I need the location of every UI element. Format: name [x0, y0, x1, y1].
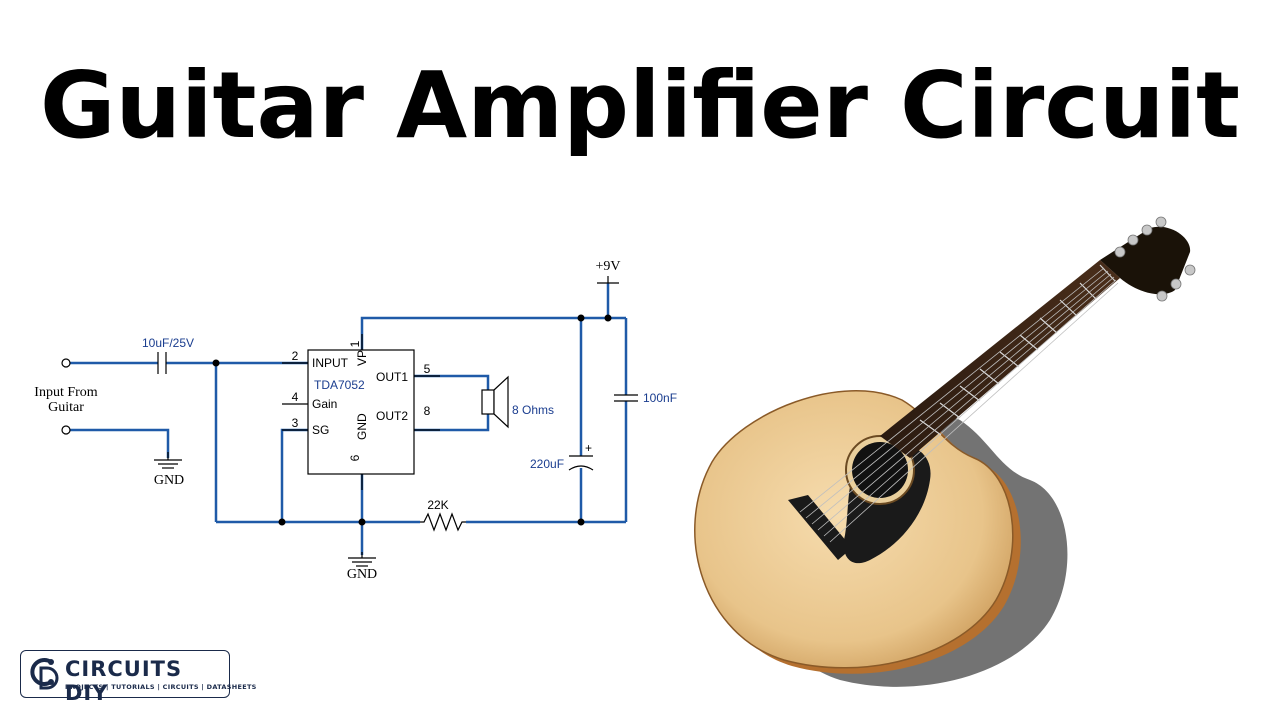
decoupling-capacitor-label: 100nF: [643, 391, 677, 405]
supply-label: +9V: [595, 259, 620, 274]
electrolytic-capacitor-label: 220uF: [530, 457, 564, 471]
pin-number-out2: 8: [424, 404, 431, 418]
speaker-label: 8 Ohms: [512, 403, 554, 417]
junction-dots: [212, 314, 612, 526]
gnd-label-bottom: GND: [347, 567, 377, 582]
ic-body: [307, 349, 415, 475]
logo-name: CIRCUITS DIY: [65, 657, 183, 705]
resistor-label: 22K: [427, 498, 448, 512]
ic-pin-stubs: [282, 334, 440, 490]
electrolytic-capacitor-symbol: [568, 455, 594, 471]
pin-label-vp: VP: [355, 350, 369, 366]
input-capacitor-label: 10uF/25V: [142, 336, 194, 350]
pin-number-out1: 5: [424, 362, 431, 376]
speaker-symbol: [481, 375, 509, 429]
gnd-label-left: GND: [154, 473, 184, 488]
brand-logo[interactable]: CIRCUITS DIY PROJECTS | TUTORIALS | CIRC…: [20, 650, 256, 705]
decoupling-capacitor-symbol: [614, 394, 638, 402]
polarity-mark: +: [585, 441, 592, 455]
input-terminals: [61, 358, 71, 435]
pin-label-gnd: GND: [355, 413, 369, 440]
pin-number-gain: 4: [292, 390, 299, 404]
ground-symbol-bottom: [348, 552, 376, 567]
pin-number-input: 2: [292, 349, 299, 363]
pin-label-out1: OUT1: [376, 370, 408, 384]
page-title: Guitar Amplifier Circuit: [40, 52, 1240, 159]
logo-tagline: PROJECTS | TUTORIALS | CIRCUITS | DATASH…: [65, 683, 257, 691]
pin-label-sg: SG: [312, 423, 329, 437]
input-label-line1: Input From: [34, 385, 98, 400]
pin-label-input: INPUT: [312, 356, 349, 370]
input-label-line2: Guitar: [48, 400, 84, 415]
resistor-symbol: [420, 512, 466, 532]
pin-number-gnd: 6: [348, 454, 362, 461]
logo-mark-icon: [30, 658, 59, 690]
supply-terminal: [597, 276, 619, 284]
input-capacitor-symbol: [157, 352, 167, 374]
ic-name: TDA7052: [314, 378, 365, 392]
guitar-illustration: [694, 216, 1196, 687]
pin-number-sg: 3: [292, 416, 299, 430]
pin-label-out2: OUT2: [376, 409, 408, 423]
pin-number-vp: 1: [348, 340, 362, 347]
ground-symbol-left: [154, 452, 182, 469]
pin-label-gain: Gain: [312, 397, 337, 411]
